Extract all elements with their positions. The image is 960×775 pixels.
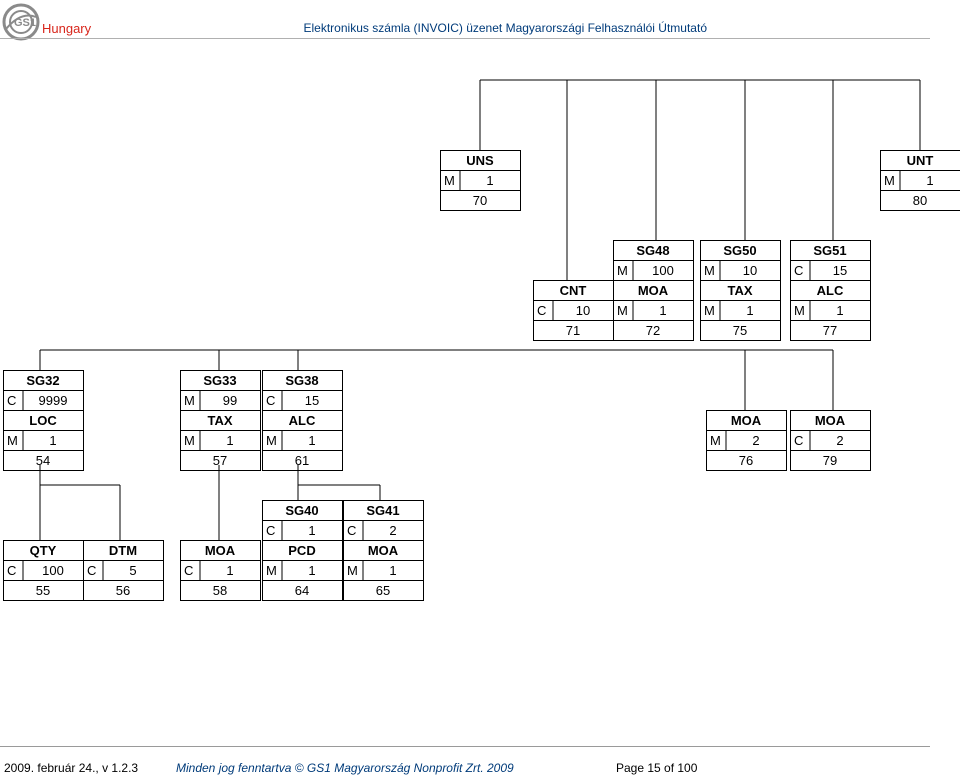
moa79-segment-number: 79 <box>790 452 870 469</box>
sg48-segment-status: M <box>617 302 628 319</box>
sg40-segment-number: 64 <box>262 582 342 599</box>
sg41-group-name: SG41 <box>343 502 423 519</box>
sg41-group-repeat: 2 <box>363 522 423 539</box>
qty55-segment-number: 55 <box>3 582 83 599</box>
dtm56-segment-repeat: 5 <box>103 562 163 579</box>
sg41-segment-status: M <box>347 562 358 579</box>
dtm56-segment-tag: DTM <box>83 542 163 559</box>
unt-segment-status: M <box>884 172 895 189</box>
sg51-segment-tag: ALC <box>790 282 870 299</box>
sg51-segment-number: 77 <box>790 322 870 339</box>
sg33-segment-number: 57 <box>180 452 260 469</box>
sg41-segment-repeat: 1 <box>363 562 423 579</box>
sg50-segment-repeat: 1 <box>720 302 780 319</box>
unt-segment-repeat: 1 <box>900 172 960 189</box>
sg40-group-name: SG40 <box>262 502 342 519</box>
moa58-segment-tag: MOA <box>180 542 260 559</box>
sg51-segment-status: M <box>794 302 805 319</box>
footer-page-number: Page 15 of 100 <box>616 761 697 775</box>
moa58-segment-status: C <box>184 562 193 579</box>
sg33-group-name: SG33 <box>180 372 260 389</box>
sg41-segment-tag: MOA <box>343 542 423 559</box>
unt-segment-number: 80 <box>880 192 960 209</box>
sg48-segment-tag: MOA <box>613 282 693 299</box>
sg50-segment-tag: TAX <box>700 282 780 299</box>
moa76-segment-tag: MOA <box>706 412 786 429</box>
uns-segment-number: 70 <box>440 192 520 209</box>
sg38-group-status: C <box>266 392 275 409</box>
sg41-segment-number: 65 <box>343 582 423 599</box>
uns-segment-tag: UNS <box>440 152 520 169</box>
moa58-segment-number: 58 <box>180 582 260 599</box>
sg51-segment-repeat: 1 <box>810 302 870 319</box>
sg51-group-name: SG51 <box>790 242 870 259</box>
uns-segment-status: M <box>444 172 455 189</box>
sg32-group-status: C <box>7 392 16 409</box>
sg32-segment-status: M <box>7 432 18 449</box>
moa76-segment-status: M <box>710 432 721 449</box>
sg38-segment-tag: ALC <box>262 412 342 429</box>
sg40-group-status: C <box>266 522 275 539</box>
dtm56-segment-status: C <box>87 562 96 579</box>
uns-segment-repeat: 1 <box>460 172 520 189</box>
sg40-segment-repeat: 1 <box>282 562 342 579</box>
sg38-group-name: SG38 <box>262 372 342 389</box>
sg33-segment-repeat: 1 <box>200 432 260 449</box>
sg51-group-status: C <box>794 262 803 279</box>
sg41-group-status: C <box>347 522 356 539</box>
qty55-segment-tag: QTY <box>3 542 83 559</box>
sg38-group-repeat: 15 <box>282 392 342 409</box>
sg50-group-status: M <box>704 262 715 279</box>
sg32-segment-tag: LOC <box>3 412 83 429</box>
sg48-segment-number: 72 <box>613 322 693 339</box>
cnt-segment-tag: CNT <box>533 282 613 299</box>
moa76-segment-number: 76 <box>706 452 786 469</box>
moa76-segment-repeat: 2 <box>726 432 786 449</box>
moa79-segment-repeat: 2 <box>810 432 870 449</box>
sg38-segment-status: M <box>266 432 277 449</box>
sg51-group-repeat: 15 <box>810 262 870 279</box>
sg40-segment-status: M <box>266 562 277 579</box>
sg32-segment-repeat: 1 <box>23 432 83 449</box>
sg50-segment-status: M <box>704 302 715 319</box>
sg32-group-name: SG32 <box>3 372 83 389</box>
qty55-segment-status: C <box>7 562 16 579</box>
sg32-group-repeat: 9999 <box>23 392 83 409</box>
moa79-segment-tag: MOA <box>790 412 870 429</box>
sg48-group-status: M <box>617 262 628 279</box>
cnt-segment-repeat: 10 <box>553 302 613 319</box>
sg50-segment-number: 75 <box>700 322 780 339</box>
footer-rule <box>0 746 930 747</box>
sg40-group-repeat: 1 <box>282 522 342 539</box>
sg50-group-name: SG50 <box>700 242 780 259</box>
unt-segment-tag: UNT <box>880 152 960 169</box>
sg33-segment-tag: TAX <box>180 412 260 429</box>
moa79-segment-status: C <box>794 432 803 449</box>
sg38-segment-number: 61 <box>262 452 342 469</box>
sg48-group-name: SG48 <box>613 242 693 259</box>
sg38-segment-repeat: 1 <box>282 432 342 449</box>
dtm56-segment-number: 56 <box>83 582 163 599</box>
cnt-segment-number: 71 <box>533 322 613 339</box>
sg40-segment-tag: PCD <box>262 542 342 559</box>
cnt-segment-status: C <box>537 302 546 319</box>
sg33-segment-status: M <box>184 432 195 449</box>
footer-copyright: Minden jog fenntartva © GS1 Magyarország… <box>176 761 514 775</box>
sg48-segment-repeat: 1 <box>633 302 693 319</box>
sg32-segment-number: 54 <box>3 452 83 469</box>
sg48-group-repeat: 100 <box>633 262 693 279</box>
sg50-group-repeat: 10 <box>720 262 780 279</box>
sg33-group-repeat: 99 <box>200 392 260 409</box>
qty55-segment-repeat: 100 <box>23 562 83 579</box>
footer-date-version: 2009. február 24., v 1.2.3 <box>4 761 138 775</box>
moa58-segment-repeat: 1 <box>200 562 260 579</box>
sg33-group-status: M <box>184 392 195 409</box>
